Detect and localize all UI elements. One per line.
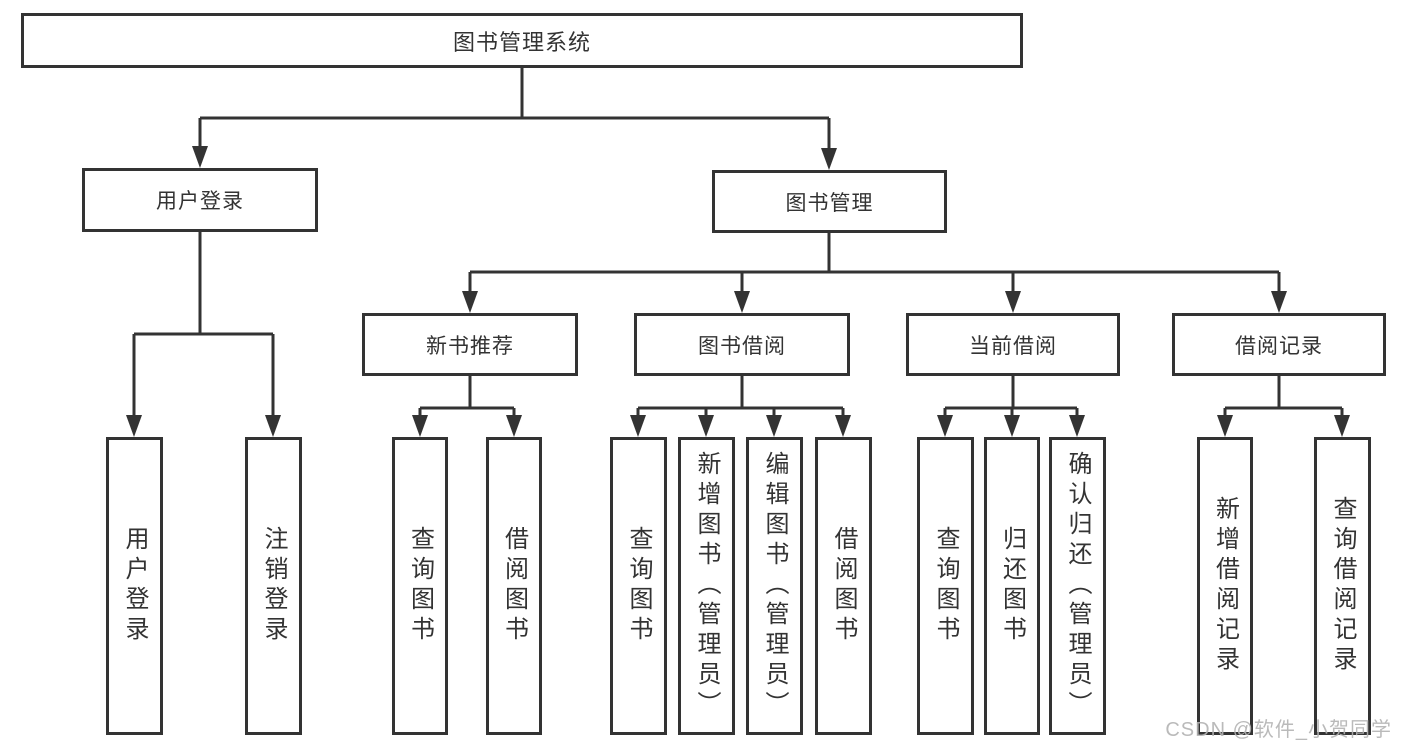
arrowhead bbox=[821, 148, 837, 170]
arrowhead bbox=[506, 415, 522, 437]
leaf-add-borrow-record: 新增借阅记录 bbox=[1197, 437, 1253, 735]
leaf-borrow-books: 借阅图书 bbox=[815, 437, 872, 735]
arrowhead bbox=[766, 415, 782, 437]
arrowhead bbox=[734, 291, 750, 313]
leaf-logout: 注销登录 bbox=[245, 437, 302, 735]
leaf-current-query-books: 查询图书 bbox=[917, 437, 974, 735]
node-current-borrow: 当前借阅 bbox=[906, 313, 1120, 376]
node-user-login-group: 用户登录 bbox=[82, 168, 318, 232]
leaf-return-books: 归还图书 bbox=[984, 437, 1040, 735]
leaf-edit-books-admin: 编辑图书（管理员） bbox=[746, 437, 803, 735]
arrowhead bbox=[462, 291, 478, 313]
arrowhead bbox=[1004, 415, 1020, 437]
arrowhead bbox=[192, 146, 208, 168]
csdn-watermark: CSDN @软件_小贺同学 bbox=[1165, 719, 1392, 741]
node-book-management: 图书管理 bbox=[712, 170, 947, 233]
leaf-user-login: 用户登录 bbox=[106, 437, 163, 735]
leaf-borrow-query-books: 查询图书 bbox=[610, 437, 667, 735]
arrowhead bbox=[265, 415, 281, 437]
node-borrow-records: 借阅记录 bbox=[1172, 313, 1386, 376]
arrowhead bbox=[126, 415, 142, 437]
arrowhead bbox=[1271, 291, 1287, 313]
tree-edges bbox=[132, 68, 1344, 419]
arrowhead bbox=[412, 415, 428, 437]
leaf-query-borrow-record: 查询借阅记录 bbox=[1314, 437, 1371, 735]
arrowhead bbox=[630, 415, 646, 437]
leaf-add-books-admin: 新增图书（管理员） bbox=[678, 437, 735, 735]
arrowhead bbox=[937, 415, 953, 437]
arrowhead bbox=[1069, 415, 1085, 437]
arrowhead bbox=[1217, 415, 1233, 437]
arrowhead bbox=[835, 415, 851, 437]
arrowhead bbox=[1334, 415, 1350, 437]
arrowhead bbox=[1005, 291, 1021, 313]
node-new-book-recommend: 新书推荐 bbox=[362, 313, 578, 376]
leaf-newrec-query-books: 查询图书 bbox=[392, 437, 448, 735]
node-system-root: 图书管理系统 bbox=[21, 13, 1023, 68]
leaf-newrec-borrow-books: 借阅图书 bbox=[486, 437, 542, 735]
node-book-borrow: 图书借阅 bbox=[634, 313, 850, 376]
arrowhead bbox=[698, 415, 714, 437]
leaf-confirm-return-admin: 确认归还（管理员） bbox=[1049, 437, 1106, 735]
